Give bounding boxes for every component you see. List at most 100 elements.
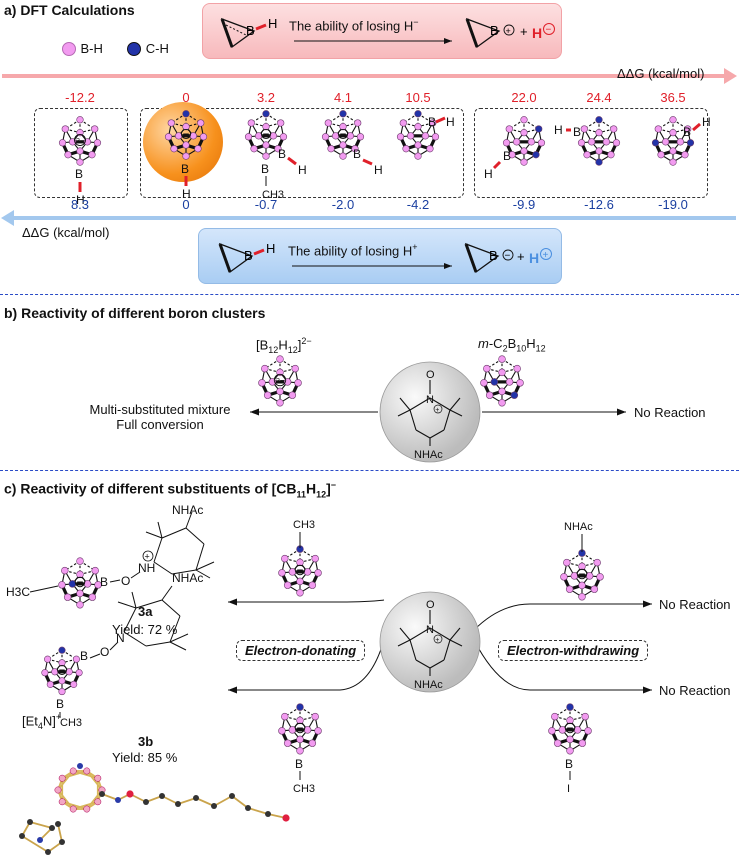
proton-axis-arrow	[1, 210, 736, 226]
product-3b-cage-icon	[41, 646, 83, 696]
b12-result-line1: Multi-substituted mixture	[89, 402, 231, 417]
charge-label: 2−	[276, 376, 285, 385]
atom-label: B	[261, 162, 269, 176]
atom-label: N	[426, 394, 434, 406]
hydride-value-0: -12.2	[65, 90, 95, 105]
legend-bh-label: B-H	[80, 41, 103, 56]
cb11-c-nhac-icon	[560, 549, 604, 601]
group-box-b12	[34, 108, 128, 198]
electron-donating-tag: Electron-donating	[236, 640, 366, 661]
atom-label: H	[484, 167, 493, 181]
atom-label: O	[100, 645, 109, 659]
hydride-value-2: 3.2	[256, 90, 276, 105]
svg-text:B: B	[490, 23, 499, 38]
atom-label: H	[298, 163, 307, 177]
nhac-label: NHAc	[172, 571, 203, 585]
proton-loss-text: The ability of losing H+	[288, 242, 418, 258]
methyl-label: CH3	[60, 717, 82, 729]
svg-text:+: +	[506, 26, 511, 36]
cluster-b12h12-icon: 2−	[58, 116, 102, 166]
b12-cluster-label: [B12H12]2−	[256, 336, 312, 355]
carborane-result: No Reaction	[634, 405, 706, 420]
atom-label: B	[80, 649, 88, 663]
b12-result-line2: Full conversion	[116, 417, 204, 432]
atom-label: O	[426, 599, 435, 611]
nhac-label: NHAc	[414, 449, 443, 461]
hydride-loss-text: The ability of losing H−	[289, 17, 419, 33]
legend-ch-marker	[127, 41, 142, 56]
product-3b-yield: Yield: 85 %	[112, 750, 178, 765]
proton-value-3: -2.0	[331, 197, 355, 212]
cage-fragment-icon	[465, 17, 501, 49]
counterion-label: [Et4N]+	[22, 712, 62, 731]
atom-label: B	[56, 697, 64, 711]
methyl-label: CH3	[293, 519, 315, 531]
atom-label: H	[702, 115, 711, 129]
carborane-cluster-label: m-C2B10H12	[478, 336, 546, 354]
hydride-value-7: 36.5	[660, 90, 686, 105]
cb11-b-iodo-icon	[548, 703, 592, 755]
no-reaction-nhac: No Reaction	[659, 597, 731, 612]
atom-label: O	[426, 369, 435, 381]
group-box-carboranes	[474, 108, 708, 198]
reactivity-scheme-b: 2−ON+NHAc	[250, 355, 626, 463]
atom-label: B	[181, 162, 189, 176]
atom-label: B	[100, 575, 108, 589]
svg-text:B: B	[489, 248, 498, 263]
hydride-axis-arrow	[2, 68, 737, 84]
charge-label: 2−	[76, 136, 84, 145]
svg-text:−: −	[546, 25, 552, 36]
methyl-label: CH3	[262, 189, 284, 201]
cluster-cb11-b12-icon	[164, 110, 208, 160]
no-reaction-iodo: No Reaction	[659, 683, 731, 698]
atom-label: H	[182, 187, 191, 201]
cb11-c-methyl-icon	[278, 545, 322, 597]
atom-label: B	[565, 757, 573, 771]
hydride-value-5: 22.0	[511, 90, 537, 105]
hydride-loss-caption: The ability of losing H	[289, 18, 414, 34]
atom-label: H	[446, 115, 455, 129]
hydride-loss-scheme: B H B + + H −	[220, 16, 555, 49]
legend-ch-label: C-H	[145, 41, 169, 56]
hydride-value-3: 4.1	[333, 90, 353, 105]
proton-value-6: -12.6	[584, 197, 614, 212]
electron-withdrawing-tag: Electron-withdrawing	[498, 640, 649, 661]
product-3a-label: 3a	[138, 604, 153, 619]
carborane-b9-icon	[502, 116, 546, 166]
methyl-label: CH3	[293, 783, 315, 795]
tempo-reagent-b: ON+NHAc	[379, 361, 481, 463]
hydride-axis-label: ΔΔG (kcal/mol)	[617, 66, 705, 81]
separator-1	[0, 294, 739, 295]
carborane-b2-icon	[651, 116, 695, 166]
svg-text:H: H	[266, 241, 275, 256]
atom-label: N	[426, 624, 434, 636]
proton-sup: +	[412, 242, 418, 252]
product-3b-label: 3b	[138, 734, 154, 749]
hydride-loss-box	[202, 3, 562, 59]
cluster-cb11-b2-icon	[321, 110, 365, 160]
proton-value-2: -0.7	[254, 197, 278, 212]
section-c-title: c) Reactivity of different substituents …	[4, 480, 337, 500]
atom-label: B	[295, 757, 303, 771]
svg-text:+: +	[517, 249, 525, 264]
b12-result: Multi-substituted mixture Full conversio…	[70, 402, 250, 432]
separator-2	[0, 470, 739, 471]
proton-loss-caption: The ability of losing H	[288, 243, 413, 259]
b12h12-icon: 2−	[258, 355, 302, 407]
atom-label: H	[554, 123, 563, 137]
hydride-value-1: 0	[182, 90, 190, 105]
svg-text:H: H	[529, 250, 539, 266]
atom-label: B	[278, 147, 286, 161]
cage-fragment-icon	[464, 242, 500, 274]
cluster-cb11-b1-icon	[396, 110, 440, 160]
proton-loss-scheme: B H B − + H +	[218, 241, 552, 274]
nhac-label: NHAc	[564, 521, 593, 533]
cage-fragment-icon	[220, 17, 256, 49]
hydride-value-6: 24.4	[586, 90, 612, 105]
svg-text:B: B	[244, 248, 253, 263]
atom-label: +	[145, 552, 150, 562]
nhac-label: NHAc	[414, 679, 443, 691]
legend-bh-marker	[62, 41, 76, 56]
product-3a-yield: Yield: 72 %	[112, 622, 178, 637]
proton-value-1: 0	[182, 197, 190, 212]
